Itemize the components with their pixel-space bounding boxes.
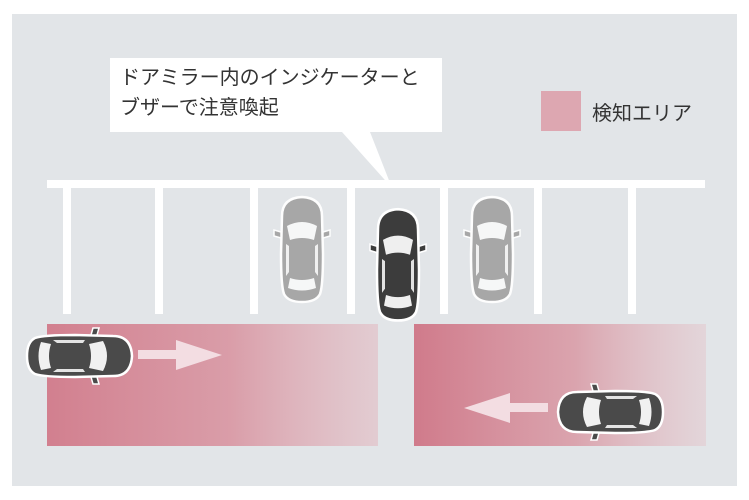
- callout-line-1: ドアミラー内のインジケーターと: [120, 65, 420, 89]
- parked-car-right: [462, 195, 522, 304]
- detection-zone-right: [414, 324, 706, 446]
- arrow-right-icon: [138, 340, 222, 370]
- callout-text: ドアミラー内のインジケーターと ブザーで注意喚起: [120, 62, 440, 122]
- arrow-left-icon: [464, 393, 548, 423]
- legend-label: 検知エリア: [592, 101, 692, 125]
- parking-lines: [47, 180, 705, 314]
- callout-bubble: [110, 58, 442, 188]
- own-car-icon: [368, 207, 428, 322]
- callout-line-2: ブザーで注意喚起: [120, 95, 279, 119]
- approaching-car-left-icon: [25, 326, 134, 386]
- approaching-car-right-icon: [556, 382, 665, 442]
- parked-car-left: [272, 195, 332, 304]
- legend-swatch: [541, 91, 581, 131]
